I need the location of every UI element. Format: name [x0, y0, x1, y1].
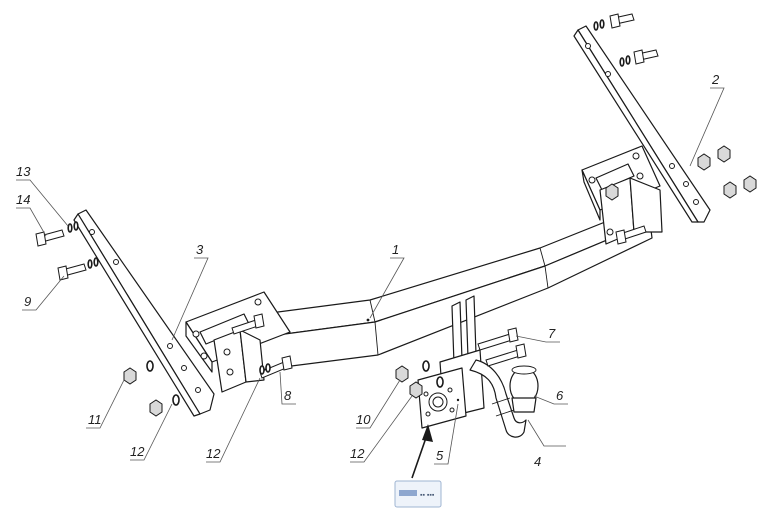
bolt-part-14 [35, 229, 65, 247]
callout-labels: 1 2 3 4 5 6 7 8 9 10 11 12 12 12 13 14 [16, 72, 720, 469]
callout-2: 2 [711, 72, 720, 87]
callout-12-center: 12 [350, 446, 365, 461]
bolt-part-9 [57, 263, 87, 281]
callout-9: 9 [24, 294, 31, 309]
ball-mount-bracket-part-5 [417, 295, 485, 429]
nut-part-12-left [149, 394, 180, 417]
washers-part-13 [67, 221, 99, 269]
right-top-bolts [609, 13, 659, 65]
nut-part-12-center [409, 376, 444, 399]
socket-badge: ▪▪ ▪▪▪ [394, 480, 442, 508]
callout-12-left: 12 [130, 444, 145, 459]
callout-13: 13 [16, 164, 31, 179]
tow-ball-cap-part-6 [509, 365, 539, 413]
bolts-part-7 [477, 327, 527, 367]
leader-lines [16, 87, 725, 465]
nut-part-10 [395, 360, 430, 383]
left-bracket-bolts [231, 313, 265, 335]
tow-ball-neck-part-4 [469, 359, 527, 438]
crossbar-part-1 [231, 207, 653, 373]
callout-5: 5 [436, 448, 444, 463]
callout-4: 4 [534, 454, 541, 469]
callout-11: 11 [88, 412, 102, 427]
callout-1: 1 [392, 242, 399, 257]
callout-6: 6 [556, 388, 564, 403]
nut-part-12-bracket [259, 363, 271, 375]
right-washers-nuts [593, 19, 757, 201]
right-side-arm-part-2 [573, 25, 711, 223]
callout-3: 3 [196, 242, 204, 257]
left-side-arm-part-3 [73, 209, 215, 417]
right-mount-bracket [581, 145, 663, 245]
socket-pointer-arrow [411, 424, 433, 479]
nut-part-11 [123, 360, 154, 385]
bolt-part-8 [259, 355, 293, 379]
right-bracket-bolt [615, 225, 647, 245]
callout-14: 14 [16, 192, 30, 207]
callout-8: 8 [284, 388, 292, 403]
callout-10: 10 [356, 412, 371, 427]
svg-text:▪▪ ▪▪▪: ▪▪ ▪▪▪ [420, 492, 435, 499]
callout-12-bracket: 12 [206, 446, 221, 461]
callout-7: 7 [548, 326, 556, 341]
